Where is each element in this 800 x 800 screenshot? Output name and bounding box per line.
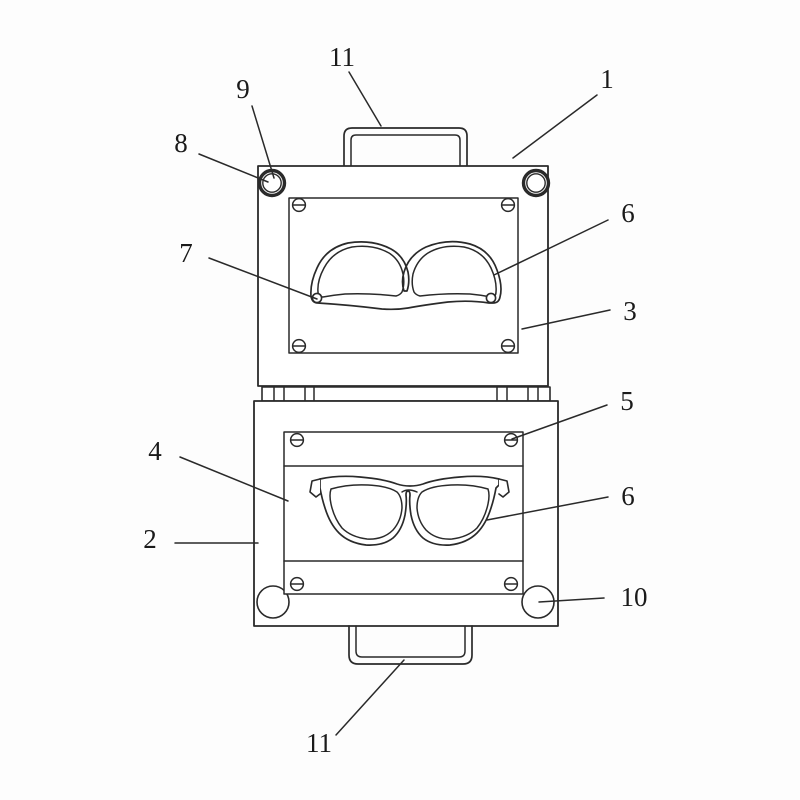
upper-eyeglass-cavity: [310, 240, 502, 311]
callout-label-9: 9: [236, 74, 250, 104]
upper-plate-screw-tr: [500, 197, 516, 213]
callout-label-4: 4: [148, 436, 162, 466]
lower-plate-screw-tl: [289, 432, 305, 448]
guide-pin-bushing-right: [521, 168, 551, 198]
lower-plate-screw-bl: [289, 576, 305, 592]
guide-pin-bushing-left: [257, 168, 287, 198]
callout-label-7: 7: [179, 238, 193, 268]
lower-handle: [348, 625, 473, 665]
leader-11a: [348, 71, 382, 127]
lower-eyeglass-cavity: [309, 475, 510, 546]
leader-6b: [486, 496, 609, 521]
callout-label-5: 5: [620, 386, 634, 416]
lower-plate-screw-br: [503, 576, 519, 592]
upper-plate-screw-bl: [291, 338, 307, 354]
mould-parting-bar: [261, 386, 551, 402]
leader-4: [179, 456, 289, 502]
callout-label-1: 1: [600, 64, 614, 94]
leader-1: [512, 94, 598, 159]
lower-plate-screw-tr: [503, 432, 519, 448]
leader-11b: [335, 659, 405, 736]
callout-label-10: 10: [621, 582, 648, 612]
leader-3: [521, 309, 611, 330]
callout-label-8: 8: [174, 128, 188, 158]
lower-guide-hole-left: [256, 585, 290, 619]
leader-lines: [174, 71, 611, 736]
leader-8: [198, 153, 269, 183]
leader-10: [538, 597, 605, 603]
lower-guide-hole-right: [521, 585, 555, 619]
callout-label-6-upper: 6: [621, 198, 635, 228]
callout-label-2: 2: [143, 524, 157, 554]
upper-plate-screw-br: [500, 338, 516, 354]
callout-label-3: 3: [623, 296, 637, 326]
upper-handle: [343, 127, 468, 167]
upper-plate-screw-tl: [291, 197, 307, 213]
leader-6a: [493, 219, 609, 276]
callout-label-11-lower: 11: [306, 728, 332, 758]
hinge-pin-hole-right: [485, 292, 497, 304]
callout-label-11-upper: 11: [329, 42, 355, 72]
leader-5: [511, 404, 608, 440]
leader-7: [208, 257, 318, 300]
leader-9: [251, 105, 275, 179]
callout-label-6-lower: 6: [621, 481, 635, 511]
